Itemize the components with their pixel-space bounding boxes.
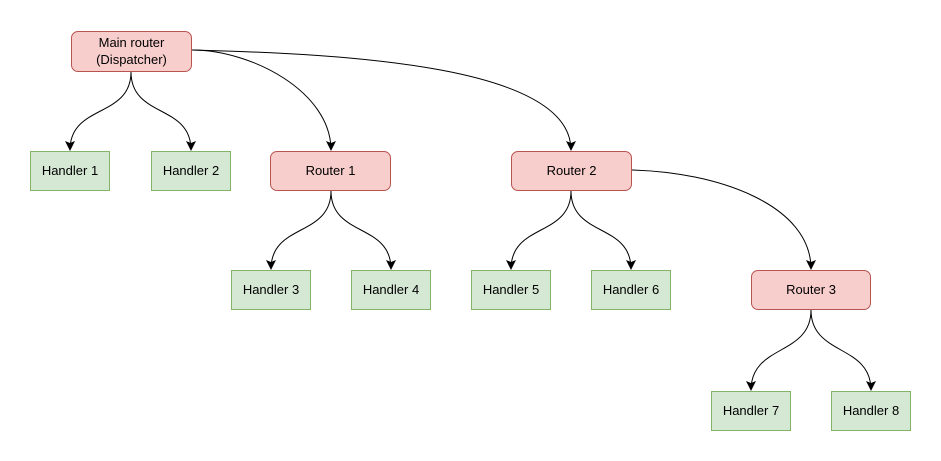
node-handler-1: Handler 1	[30, 151, 110, 191]
edge-main-handler1	[65, 71, 132, 151]
edge-router3-handler7	[746, 309, 812, 391]
edge-router1-handler3	[266, 190, 332, 270]
edge-router3-handler8	[810, 309, 876, 391]
node-handler-2: Handler 2	[151, 151, 231, 191]
edge-router2-handler6	[570, 190, 636, 270]
edge-router2-router3	[631, 169, 816, 270]
node-handler-6: Handler 6	[591, 270, 671, 310]
node-router-1: Router 1	[270, 151, 391, 191]
node-handler-8: Handler 8	[831, 391, 911, 431]
node-main-router: Main router (Dispatcher)	[71, 31, 192, 72]
edge-main-router1	[191, 49, 336, 151]
node-handler-4: Handler 4	[351, 270, 431, 310]
edge-router2-handler5	[506, 190, 572, 270]
edge-main-handler2	[130, 71, 196, 151]
node-handler-3: Handler 3	[231, 270, 311, 310]
node-handler-7: Handler 7	[711, 391, 791, 431]
edge-router1-handler4	[330, 190, 396, 270]
edge-main-router2	[191, 49, 576, 151]
node-handler-5: Handler 5	[471, 270, 551, 310]
node-router-3: Router 3	[751, 270, 871, 310]
node-router-2: Router 2	[511, 151, 632, 191]
